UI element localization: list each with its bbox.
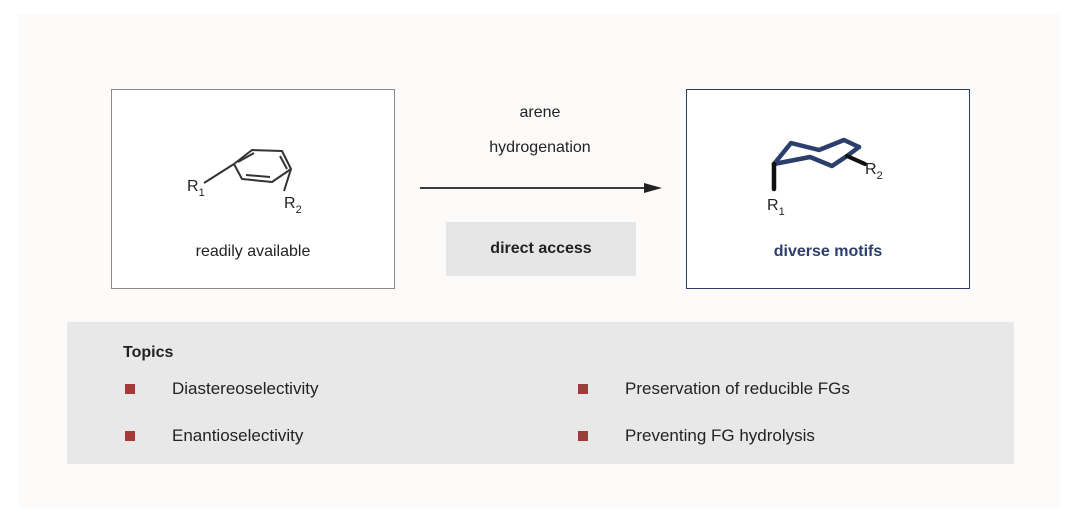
reaction-label-line1: arene	[519, 104, 561, 121]
topic-item: Preservation of reducible FGs	[578, 379, 850, 399]
cyclohexane-chair-structure: R1 R2	[767, 137, 883, 218]
r2-label: R2	[865, 161, 883, 182]
chair-front-edge	[771, 153, 850, 169]
topic-item: Diastereoselectivity	[125, 379, 319, 399]
bullet-icon	[125, 431, 135, 441]
topic-item: Preventing FG hydrolysis	[578, 426, 815, 446]
topic-label: Enantioselectivity	[172, 426, 304, 445]
topics-title: Topics	[123, 344, 174, 361]
product-caption: diverse motifs	[773, 243, 883, 260]
r1-label: R1	[767, 197, 785, 218]
benzene-structure: R1 R2	[187, 149, 302, 216]
reaction-arrow	[420, 183, 662, 193]
r2-bond	[283, 168, 292, 192]
r2-label: R2	[284, 195, 302, 216]
direct-access-label: direct access	[490, 240, 592, 257]
bullet-icon	[125, 384, 135, 394]
r1-label: R1	[187, 178, 205, 199]
r1-bond	[203, 163, 235, 184]
r2-bond	[845, 154, 867, 166]
product-box: R1 R2 diverse motifs	[686, 89, 970, 289]
topics-panel: Topics Diastereoselectivity Enantioselec…	[67, 322, 1014, 464]
topic-label: Preventing FG hydrolysis	[625, 426, 815, 445]
bullet-icon	[578, 384, 588, 394]
topic-label: Preservation of reducible FGs	[625, 379, 850, 398]
topic-item: Enantioselectivity	[125, 426, 304, 446]
chair-back-edge	[771, 137, 862, 167]
bullet-icon	[578, 431, 588, 441]
starting-material-caption: readily available	[195, 243, 311, 260]
direct-access-badge: direct access	[446, 222, 636, 276]
reaction-label-line2: hydrogenation	[489, 139, 591, 156]
starting-material-box: R1 R2 readily available	[111, 89, 395, 289]
topic-label: Diastereoselectivity	[172, 379, 319, 398]
